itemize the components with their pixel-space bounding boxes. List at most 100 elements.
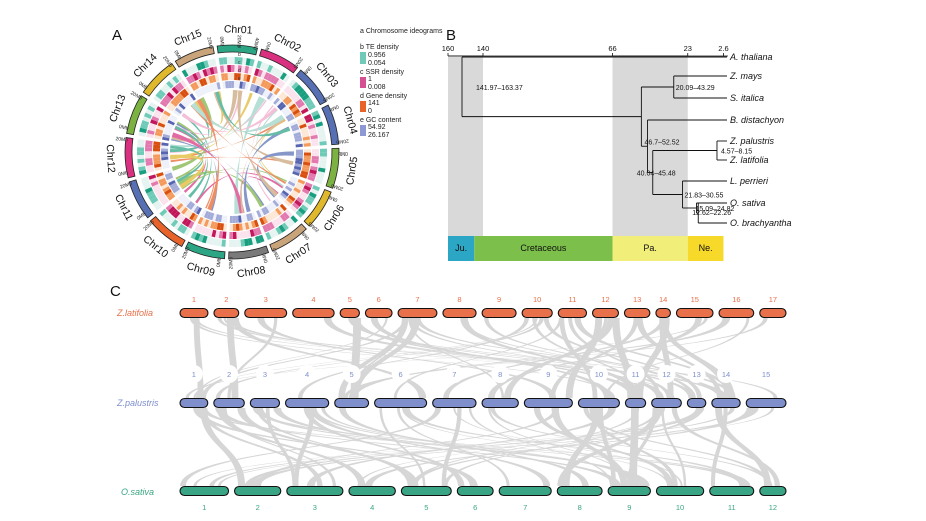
chromosome-number: 3 [264, 295, 268, 304]
chromosome-number: 2 [224, 295, 228, 304]
node-age-label: 15.09–24.82 [696, 206, 735, 213]
chromosome-number: 4 [305, 370, 309, 379]
chromosome-number: 16 [732, 295, 740, 304]
chromosome-bar [623, 307, 651, 319]
chromosome-tick-label: 0Mb [261, 252, 270, 263]
chromosome-bar [498, 485, 552, 497]
number-bubble [184, 365, 203, 383]
te-density-track [311, 110, 327, 146]
te-density-track [288, 79, 316, 111]
ssr-density-track [146, 106, 165, 139]
gene-density-track [156, 172, 176, 201]
chromosome-number: 7 [452, 370, 456, 379]
chromosome-number: 9 [497, 295, 501, 304]
chromosome-label: Chr08 [236, 264, 266, 280]
node-age-label: 12.62–22.26 [692, 210, 731, 217]
chromosome-bar [577, 397, 620, 409]
chromosome-tick-label: 0Mb [172, 50, 182, 62]
gc-content-track [256, 198, 282, 218]
gene-density-track [221, 73, 251, 83]
chromosome-bar [481, 307, 517, 319]
chromosome-tick-label: 20Mb [235, 35, 242, 48]
panel-letter-a: A [112, 27, 122, 44]
chromosome-number: 3 [313, 503, 317, 512]
chromosome-bar [745, 397, 787, 409]
ring-letter: a [238, 44, 241, 50]
chromosome-number: 1 [192, 370, 196, 379]
time-axis-tick-label: 2.6 [718, 44, 728, 53]
chromosome-number: 5 [350, 370, 354, 379]
legend-c-min: 0.008 [368, 84, 386, 91]
chromosome-number: 12 [769, 503, 777, 512]
chromosome-ideogram [325, 147, 340, 189]
gene-density-track [229, 219, 260, 231]
chromosome-tick-label: 0Mb [328, 103, 340, 113]
chromosome-tick-label: 0Mb [136, 211, 148, 222]
chromosome-ideogram [174, 46, 215, 68]
taxon-label: Z. palustris [729, 136, 775, 146]
ssr-density-track [159, 80, 188, 108]
chromosome-ideogram [142, 62, 177, 97]
number-bubble [626, 365, 645, 383]
chromosome-bar [651, 397, 682, 409]
chromosome-number: 10 [533, 295, 541, 304]
legend-e-swatch [360, 125, 366, 136]
taxon-label: B. distachyon [730, 115, 784, 125]
species-label: Z.palustris [116, 398, 159, 408]
ssr-density-track [145, 140, 155, 174]
chromosome-number: 12 [662, 370, 670, 379]
legend-b-min: 0.054 [368, 60, 386, 67]
legend-e-title: e GC content [360, 117, 401, 124]
chromosome-label: Chr04 [340, 105, 359, 136]
chromosome-label: Chr10 [141, 233, 171, 260]
gc-content-track [194, 82, 221, 98]
chromosome-bar [655, 307, 671, 319]
chromosome-bar [179, 397, 209, 409]
ssr-density-track [148, 174, 169, 206]
chromosome-number: 6 [377, 295, 381, 304]
taxon-label: Z. latifolia [729, 155, 769, 165]
chromosome-number: 13 [633, 295, 641, 304]
ssr-density-track [307, 148, 319, 182]
gc-content-track [289, 120, 303, 148]
chromosome-tick-label: 20Mb [119, 181, 133, 191]
number-bubble [717, 365, 736, 383]
chromosome-bar [284, 397, 330, 409]
number-bubble [445, 365, 464, 383]
gc-content-track [163, 169, 182, 196]
number-bubble [220, 365, 239, 383]
chromosome-number: 15 [691, 295, 699, 304]
chromosome-tick-label: 20Mb [129, 90, 143, 102]
chromosome-bar [334, 397, 370, 409]
chromosome-number: 4 [370, 503, 374, 512]
chromosome-tick-label: 20Mb [181, 246, 192, 260]
chromosome-tick-label: 0Mb [218, 36, 225, 47]
chromosome-number: 2 [256, 503, 260, 512]
geologic-era-block [474, 236, 613, 261]
ring-letter: b [238, 52, 241, 58]
chromosome-bar [348, 485, 396, 497]
gc-content-track [177, 193, 202, 215]
te-density-track [153, 73, 183, 103]
time-axis-tick-label: 66 [608, 44, 616, 53]
chromosome-bar [675, 307, 714, 319]
gene-density-track [190, 74, 220, 91]
gene-density-track [278, 91, 302, 118]
ssr-density-track [219, 65, 253, 75]
node-age-label: 21.83–30.55 [685, 193, 724, 200]
chromosome-bar [374, 397, 428, 409]
legend-c-title: c SSR density [360, 69, 404, 76]
geologic-era-block [612, 236, 688, 261]
chromosome-bar [759, 307, 787, 319]
geologic-era-label: Cretaceous [520, 243, 567, 253]
te-density-track [295, 184, 321, 218]
ssr-density-track [289, 181, 313, 213]
chromosome-label: Chr01 [224, 23, 253, 36]
legend-e-max: 54.92 [368, 124, 386, 131]
number-bubble [757, 365, 776, 383]
chromosome-ideogram [216, 44, 259, 56]
legend-c-max: 1 [368, 76, 372, 83]
ring-letter: c [238, 60, 241, 66]
